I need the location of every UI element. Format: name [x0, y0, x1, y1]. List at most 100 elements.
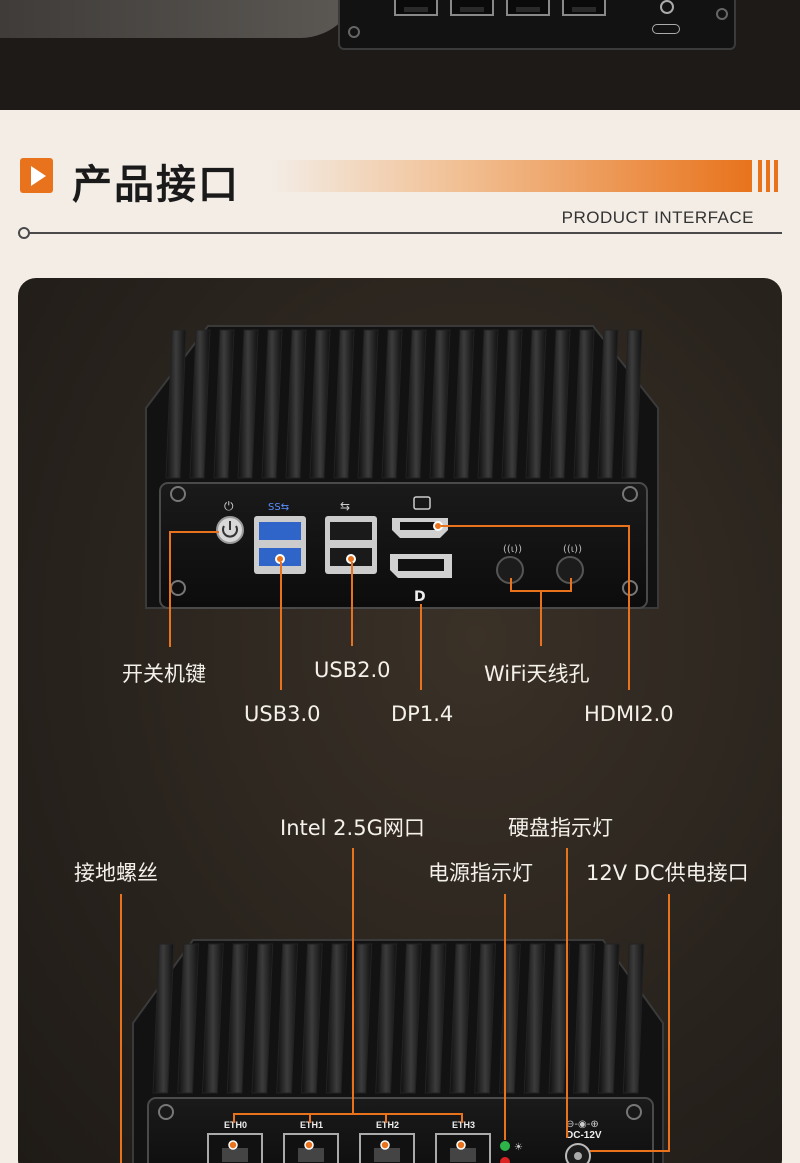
callout-line — [233, 1113, 461, 1115]
top-rj45-port — [506, 0, 550, 16]
heatsink-fin — [453, 329, 475, 479]
section-title: 产品接口 — [72, 162, 240, 208]
top-product-strip — [0, 0, 800, 110]
label-ground-screw: 接地螺丝 — [74, 861, 158, 885]
top-dc-symbol-icon — [652, 24, 680, 34]
heatsink-fin — [261, 329, 283, 479]
top-rj45-port — [562, 0, 606, 16]
label-power-button: 开关机键 — [122, 662, 206, 686]
heatsink-fin — [621, 329, 643, 479]
dp-logo-icon: D — [414, 589, 426, 605]
label-wifi: WiFi天线孔 — [484, 662, 590, 686]
heatsink-fin — [549, 329, 571, 479]
hdmi-logo-icon — [413, 496, 431, 510]
heatsink-fin — [597, 329, 619, 479]
top-device-bottom — [338, 0, 736, 50]
section-subtitle: PRODUCT INTERFACE — [561, 208, 754, 227]
screw-icon — [170, 486, 186, 502]
callout-line — [233, 1113, 235, 1123]
bulb-icon: ☀ — [514, 1142, 523, 1153]
callout-line — [441, 525, 629, 527]
callout-dot — [456, 1140, 466, 1150]
callout-line — [628, 525, 630, 690]
callout-line — [120, 894, 122, 1163]
screw-icon — [626, 1104, 642, 1120]
callout-line — [280, 562, 282, 690]
label-dp: DP1.4 — [391, 702, 454, 726]
eth-port-label: ETH0 — [224, 1120, 247, 1130]
heatsink-fin — [226, 943, 249, 1094]
play-icon — [20, 158, 53, 193]
callout-line — [309, 1113, 311, 1123]
heatsink-fin — [474, 943, 497, 1094]
heatsink-fin — [300, 943, 323, 1094]
heatsink-fin — [429, 329, 451, 479]
heatsink-fin — [597, 943, 620, 1094]
usb3-logo-icon: SS⇆ — [268, 502, 289, 513]
heatsink-fin — [201, 943, 224, 1094]
screw-icon — [622, 580, 638, 596]
callout-line — [570, 578, 572, 592]
callout-line — [352, 848, 354, 1114]
label-usb3: USB3.0 — [244, 702, 321, 726]
callout-line — [420, 604, 422, 690]
heatsink-fin — [237, 329, 259, 479]
heatsink-fin — [325, 943, 348, 1094]
top-grey-shape — [0, 0, 360, 38]
heatsink-fin — [449, 943, 472, 1094]
callout-line — [169, 531, 219, 533]
label-lan: Intel 2.5G网口 — [280, 816, 425, 840]
dc-label: DC-12V — [566, 1130, 602, 1141]
screw-icon — [170, 580, 186, 596]
eth-port-label: ETH3 — [452, 1120, 475, 1130]
heatsink-fin — [177, 943, 200, 1094]
heatsink-fin — [477, 329, 499, 479]
label-power-led: 电源指示灯 — [428, 861, 533, 885]
callout-dot — [228, 1140, 238, 1150]
heatsink-fin — [189, 329, 211, 479]
heatsink-fin — [333, 329, 355, 479]
callout-line — [351, 562, 353, 646]
callout-line — [590, 1150, 670, 1152]
top-rj45-port — [450, 0, 494, 16]
antenna-icon: ((ι)) — [503, 544, 522, 555]
heatsink-fin — [309, 329, 331, 479]
usb-logo-icon: ⇆ — [340, 499, 350, 513]
callout-dot — [380, 1140, 390, 1150]
heatsink-fin — [399, 943, 422, 1094]
heatsink-fin — [375, 943, 398, 1094]
callout-line — [668, 894, 670, 1152]
heatsink-fin — [525, 329, 547, 479]
header-divider — [26, 232, 782, 234]
heatsink-fin — [405, 329, 427, 479]
heatsink-fin — [251, 943, 274, 1094]
heatsink-fin — [424, 943, 447, 1094]
heatsink-fin — [381, 329, 403, 479]
dc-polarity-icon: ⊖-◉-⊕ — [566, 1119, 599, 1130]
callout-dot — [304, 1140, 314, 1150]
label-hdmi: HDMI2.0 — [584, 702, 674, 726]
heatsink-fin — [213, 329, 235, 479]
heatsink-fin — [622, 943, 645, 1094]
heatsink-fin — [285, 329, 307, 479]
screw-icon — [348, 26, 360, 38]
callout-line — [566, 848, 568, 1138]
callout-line — [169, 531, 171, 647]
hdd-led — [500, 1157, 510, 1163]
heatsink-fin — [501, 329, 523, 479]
label-dc-in: 12V DC供电接口 — [586, 861, 749, 885]
screw-icon — [622, 486, 638, 502]
heatsink-fin — [165, 329, 187, 479]
header-gradient-bar — [270, 160, 752, 192]
power-led — [500, 1141, 510, 1151]
header-stripes — [758, 160, 782, 192]
label-hdd-led: 硬盘指示灯 — [508, 816, 613, 840]
heatsink-fin — [357, 329, 379, 479]
svg-text:⏻: ⏻ — [224, 499, 234, 513]
callout-line — [385, 1113, 387, 1123]
heatsink-fin — [573, 943, 596, 1094]
heatsink-fin — [523, 943, 546, 1094]
top-rj45-port — [394, 0, 438, 16]
